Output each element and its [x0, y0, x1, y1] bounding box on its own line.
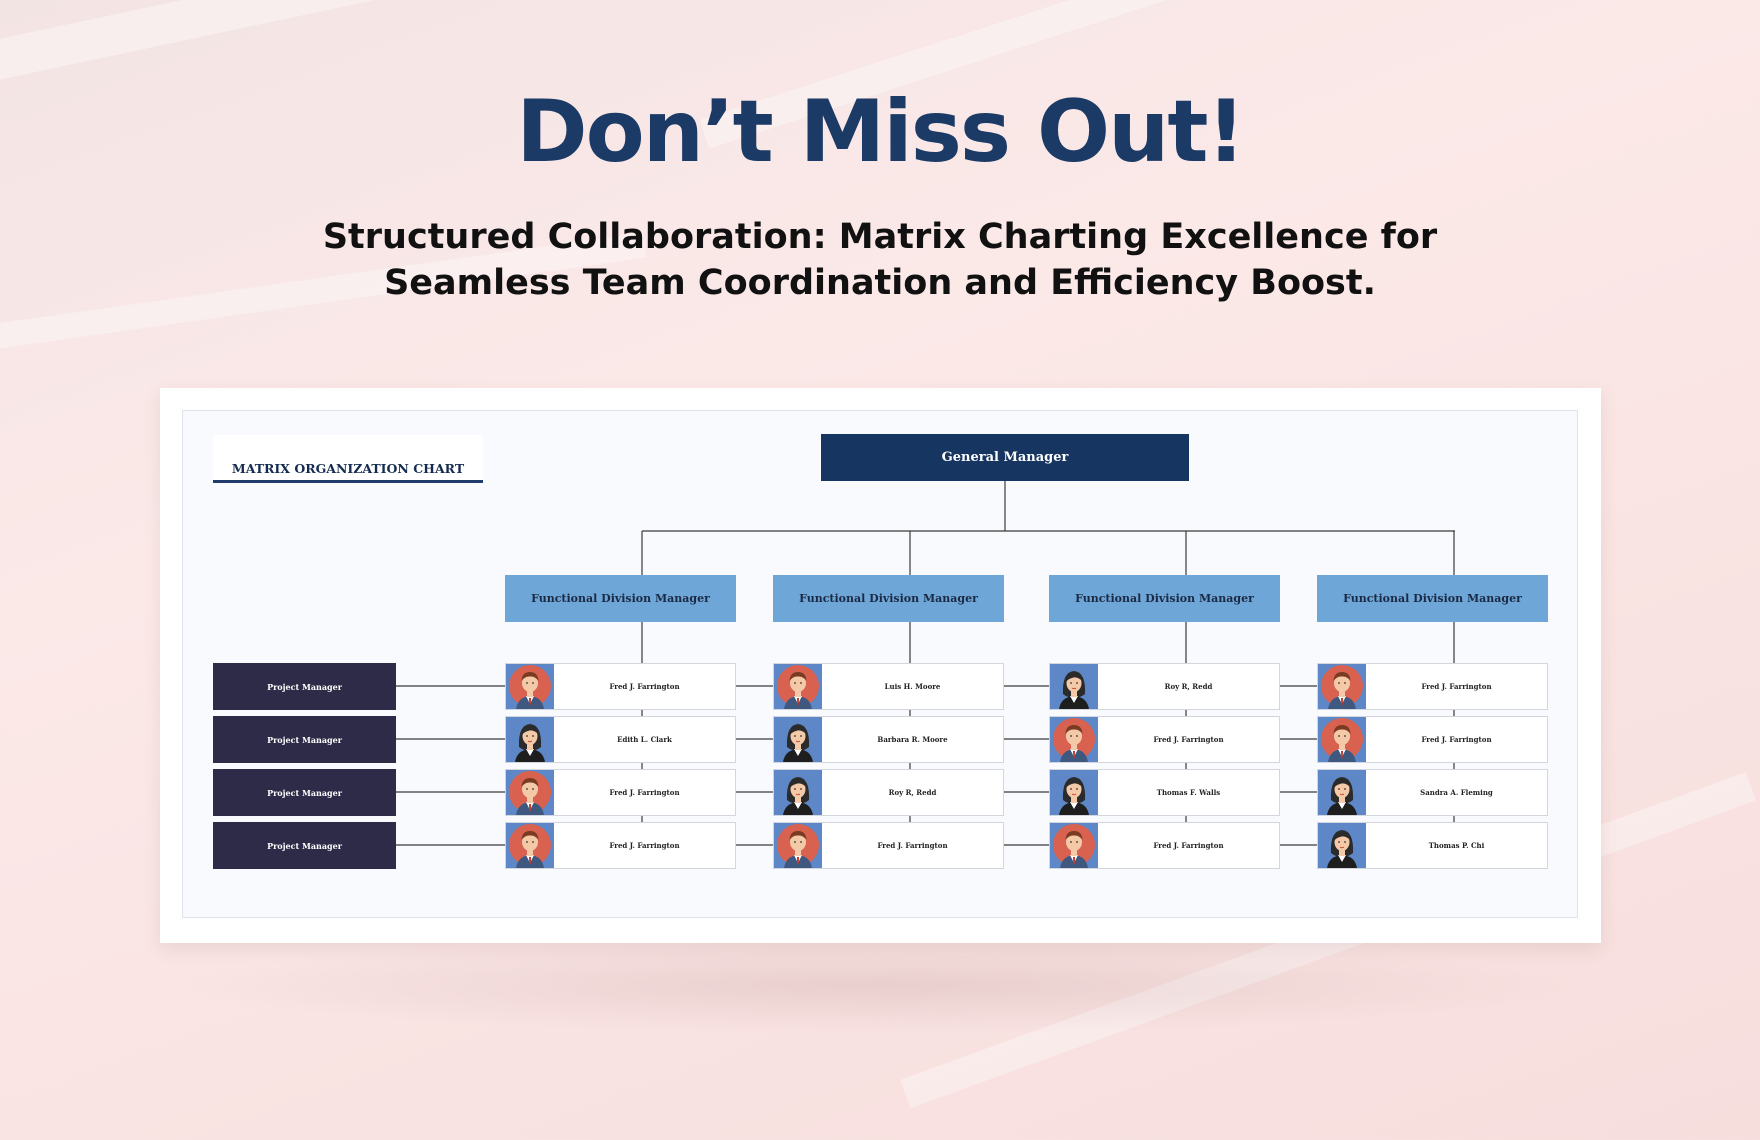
team-member-name: Roy R, Redd	[888, 788, 937, 797]
chart-card: MATRIX ORGANIZATION CHART General Manage…	[160, 388, 1601, 943]
team-member-card: Fred J. Farrington	[1049, 716, 1280, 763]
female-avatar-icon	[1050, 664, 1098, 709]
male-avatar-icon	[1050, 823, 1098, 868]
female-avatar-icon	[1318, 823, 1366, 868]
team-member-card: Roy R, Redd	[1049, 663, 1280, 710]
functional-manager-box: Functional Division Manager	[505, 575, 736, 622]
team-member-name: Fred J. Farrington	[1421, 682, 1492, 691]
female-avatar-icon	[774, 770, 822, 815]
project-manager-box: Project Manager	[213, 663, 396, 710]
project-manager-box: Project Manager	[213, 716, 396, 763]
team-member-name: Sandra A. Fleming	[1420, 788, 1493, 797]
team-member-card: Fred J. Farrington	[505, 663, 736, 710]
male-avatar-icon	[1318, 717, 1366, 762]
chart-title: MATRIX ORGANIZATION CHART	[213, 435, 483, 483]
team-member-name: Luis H. Moore	[884, 682, 941, 691]
male-avatar-icon	[774, 823, 822, 868]
team-member-card: Sandra A. Fleming	[1317, 769, 1548, 816]
team-member-card: Fred J. Farrington	[505, 769, 736, 816]
team-member-card: Fred J. Farrington	[505, 822, 736, 869]
team-member-card: Luis H. Moore	[773, 663, 1004, 710]
functional-manager-box: Functional Division Manager	[773, 575, 1004, 622]
team-member-name: Fred J. Farrington	[609, 788, 680, 797]
team-member-card: Fred J. Farrington	[1317, 716, 1548, 763]
team-member-card: Roy R, Redd	[773, 769, 1004, 816]
team-member-card: Thomas P. Chi	[1317, 822, 1548, 869]
male-avatar-icon	[506, 770, 554, 815]
team-member-card: Thomas F. Walls	[1049, 769, 1280, 816]
male-avatar-icon	[1318, 664, 1366, 709]
team-member-name: Thomas P. Chi	[1428, 841, 1485, 850]
team-member-name: Fred J. Farrington	[1153, 841, 1224, 850]
team-member-name: Barbara R. Moore	[877, 735, 948, 744]
team-member-name: Fred J. Farrington	[1421, 735, 1492, 744]
female-avatar-icon	[506, 717, 554, 762]
team-member-card: Fred J. Farrington	[1049, 822, 1280, 869]
team-member-name: Fred J. Farrington	[1153, 735, 1224, 744]
team-member-name: Roy R, Redd	[1164, 682, 1213, 691]
team-member-name: Thomas F. Walls	[1156, 788, 1221, 797]
female-avatar-icon	[1318, 770, 1366, 815]
team-member-card: Barbara R. Moore	[773, 716, 1004, 763]
project-manager-box: Project Manager	[213, 822, 396, 869]
functional-manager-box: Functional Division Manager	[1049, 575, 1280, 622]
subtitle: Structured Collaboration: Matrix Chartin…	[322, 217, 1438, 303]
team-member-card: Fred J. Farrington	[1317, 663, 1548, 710]
male-avatar-icon	[506, 823, 554, 868]
male-avatar-icon	[506, 664, 554, 709]
matrix-org-chart: MATRIX ORGANIZATION CHART General Manage…	[182, 410, 1578, 918]
card-shadow	[170, 935, 1590, 1035]
project-manager-box: Project Manager	[213, 769, 396, 816]
team-member-name: Fred J. Farrington	[609, 682, 680, 691]
female-avatar-icon	[1050, 770, 1098, 815]
headline: Don’t Miss Out!	[516, 82, 1245, 182]
functional-manager-box: Functional Division Manager	[1317, 575, 1548, 622]
male-avatar-icon	[774, 664, 822, 709]
team-member-name: Edith L. Clark	[617, 735, 672, 744]
team-member-name: Fred J. Farrington	[609, 841, 680, 850]
team-member-card: Edith L. Clark	[505, 716, 736, 763]
team-member-card: Fred J. Farrington	[773, 822, 1004, 869]
male-avatar-icon	[1050, 717, 1098, 762]
female-avatar-icon	[774, 717, 822, 762]
general-manager-box: General Manager	[821, 434, 1189, 481]
team-member-name: Fred J. Farrington	[877, 841, 948, 850]
